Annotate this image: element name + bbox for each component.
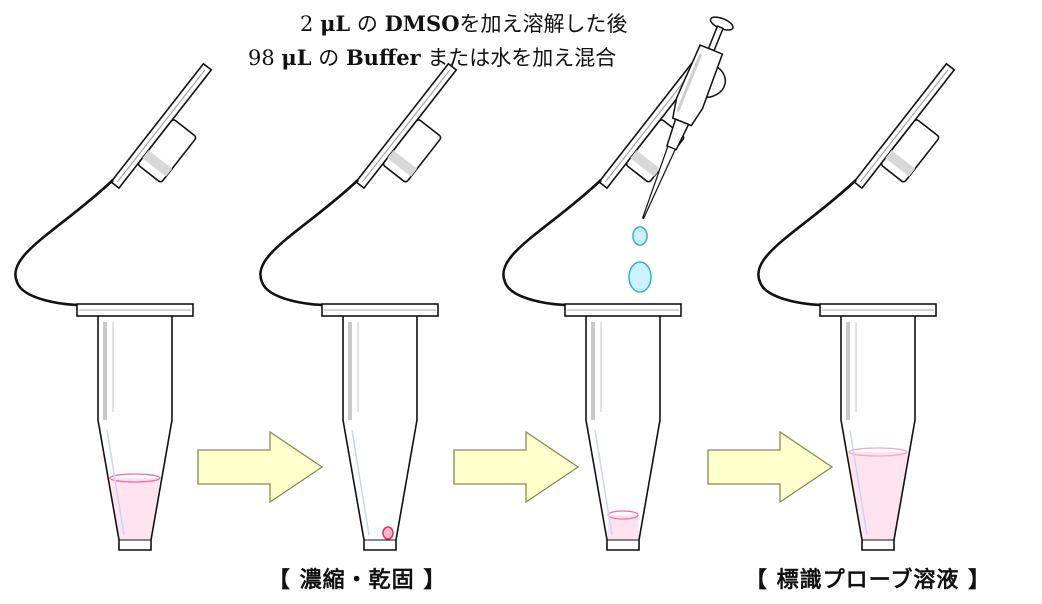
cap-plate-edge (362, 69, 451, 183)
instruction-1-action: を加え溶解した後 (459, 12, 628, 36)
pipette-plunger-rod (707, 25, 725, 52)
microcentrifuge-tube-icon (259, 62, 458, 551)
pipette-thumb-hook (706, 66, 727, 99)
instruction-1-unit: μL (320, 11, 351, 36)
tube-body (97, 316, 173, 551)
right-arrow-icon (197, 430, 324, 504)
instruction-2-particle: の (318, 46, 340, 70)
tube-reflection (594, 429, 613, 536)
step-caption-concentrate-dry: 【 濃縮・乾固 】 (268, 567, 447, 593)
right-arrow-icon (707, 430, 834, 504)
instruction-2-unit: μL (281, 45, 312, 70)
cap-plug-shade (885, 150, 916, 177)
tube-cap-lid (354, 62, 458, 190)
tube-solution-surface (109, 473, 161, 483)
cap-plug-shade (387, 150, 418, 177)
tube-reflection (106, 429, 125, 536)
tube-body (585, 316, 661, 551)
pipette-tip (641, 145, 677, 220)
cap-plate-edge (605, 69, 694, 183)
instruction-1-amount: 2 (300, 12, 314, 36)
tube-pellet (382, 526, 394, 540)
instruction-1-particle: の (356, 12, 378, 36)
microcentrifuge-tube-icon (14, 62, 213, 551)
right-arrow-icon (453, 430, 580, 504)
instruction-2-action: または水を加え混合 (427, 46, 617, 70)
instruction-1-reagent: DMSO (384, 11, 460, 36)
tube-reflection (351, 429, 370, 536)
instruction-2-reagent: Buffer (345, 45, 421, 70)
tube-solution-surface (607, 510, 639, 520)
instruction-line-1: 2 μL の DMSOを加え溶解した後 (300, 8, 628, 38)
step-caption-labeled-probe-solution: 【 標識プローブ溶液 】 (745, 567, 991, 593)
tube-solution (848, 452, 908, 540)
pipette-shaft (665, 118, 690, 151)
droplet-icon (628, 261, 652, 293)
tube-cap-lid (852, 62, 956, 190)
droplet-icon (632, 226, 648, 246)
tube-reflection (849, 429, 868, 536)
pipette-body (671, 44, 724, 127)
cap-plug-shade (630, 150, 661, 177)
cap-plate-edge (117, 69, 206, 183)
cap-hinge-strap (502, 179, 602, 307)
cap-hinge-strap (757, 179, 857, 307)
instruction-2-amount: 98 (248, 46, 275, 70)
cap-plate-edge (860, 69, 949, 183)
instruction-line-2: 98 μL の Buffer または水を加え混合 (248, 42, 616, 72)
pipette-body-shade (676, 53, 703, 112)
cap-plug-shade (142, 150, 173, 177)
tube-cap-lid (109, 62, 213, 190)
tube-solution (607, 515, 639, 540)
microcentrifuge-tube-icon (757, 62, 956, 551)
tube-body (840, 316, 916, 551)
cap-hinge-strap (259, 179, 359, 307)
micropipette-icon (641, 16, 734, 220)
tube-body (342, 316, 418, 551)
tube-solution-surface (848, 447, 908, 457)
cap-hinge-strap (14, 179, 114, 307)
